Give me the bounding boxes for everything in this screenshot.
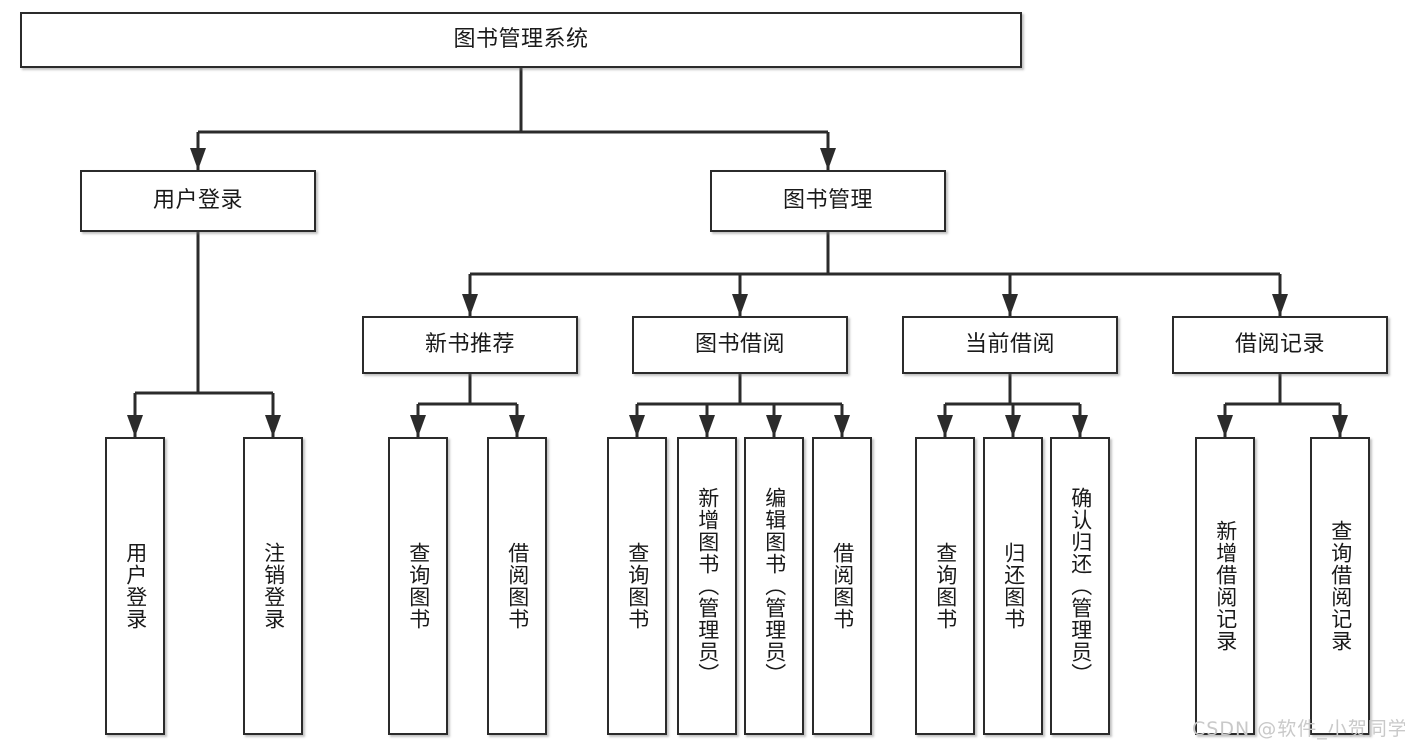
node-label: 归还图书: [1001, 542, 1026, 630]
node-label: 图书管理: [782, 188, 873, 214]
node-leaf-rec-search[interactable]: 查询借阅记录: [1310, 437, 1370, 735]
node-user-login[interactable]: 用户登录: [80, 170, 316, 232]
watermark-text: CSDN @软件_小贺同学: [1192, 718, 1405, 740]
node-label: 查询图书: [406, 542, 431, 630]
node-root[interactable]: 图书管理系统: [20, 12, 1022, 68]
node-label: 借阅记录: [1234, 332, 1325, 358]
node-label: 用户登录: [123, 542, 148, 630]
node-label: 查询图书: [933, 542, 958, 630]
node-label: 新增图书（管理员）: [695, 487, 720, 685]
node-leaf-borrow-add[interactable]: 新增图书（管理员）: [677, 437, 737, 735]
connector-edge-current-borrow: [937, 374, 1088, 437]
node-leaf-rec-add[interactable]: 新增借阅记录: [1195, 437, 1255, 735]
node-borrow-record[interactable]: 借阅记录: [1172, 316, 1388, 374]
node-leaf-rec-borrow[interactable]: 借阅图书: [487, 437, 547, 735]
node-leaf-user-logout[interactable]: 注销登录: [243, 437, 303, 735]
connector-edge-new-book-rec: [410, 374, 525, 437]
connector-edge-user-login: [127, 232, 281, 437]
node-book-borrow[interactable]: 图书借阅: [632, 316, 848, 374]
node-label: 注销登录: [261, 542, 286, 630]
node-label: 编辑图书（管理员）: [762, 487, 787, 685]
node-label: 借阅图书: [505, 542, 530, 630]
connector-edge-root: [190, 68, 836, 170]
node-leaf-cur-return[interactable]: 归还图书: [983, 437, 1043, 735]
node-label: 查询借阅记录: [1328, 520, 1353, 652]
node-label: 确认归还（管理员）: [1068, 487, 1093, 685]
node-leaf-borrow-edit[interactable]: 编辑图书（管理员）: [744, 437, 804, 735]
node-leaf-cur-query[interactable]: 查询图书: [915, 437, 975, 735]
node-label: 借阅图书: [830, 542, 855, 630]
connector-edge-book-borrow: [629, 374, 850, 437]
node-current-borrow[interactable]: 当前借阅: [902, 316, 1118, 374]
node-label: 查询图书: [625, 542, 650, 630]
node-label: 图书管理系统: [453, 27, 589, 53]
connector-edge-borrow-record: [1217, 374, 1348, 437]
connector-edge-book-manage: [462, 232, 1288, 316]
node-leaf-user-login[interactable]: 用户登录: [105, 437, 165, 735]
node-leaf-borrow-query[interactable]: 查询图书: [607, 437, 667, 735]
node-book-manage[interactable]: 图书管理: [710, 170, 946, 232]
node-leaf-cur-confirm[interactable]: 确认归还（管理员）: [1050, 437, 1110, 735]
node-label: 用户登录: [152, 188, 243, 214]
node-leaf-borrow-lend[interactable]: 借阅图书: [812, 437, 872, 735]
node-label: 新书推荐: [424, 332, 515, 358]
node-label: 当前借阅: [964, 332, 1055, 358]
node-label: 图书借阅: [694, 332, 785, 358]
node-new-book-rec[interactable]: 新书推荐: [362, 316, 578, 374]
node-leaf-rec-query[interactable]: 查询图书: [388, 437, 448, 735]
node-label: 新增借阅记录: [1213, 520, 1238, 652]
